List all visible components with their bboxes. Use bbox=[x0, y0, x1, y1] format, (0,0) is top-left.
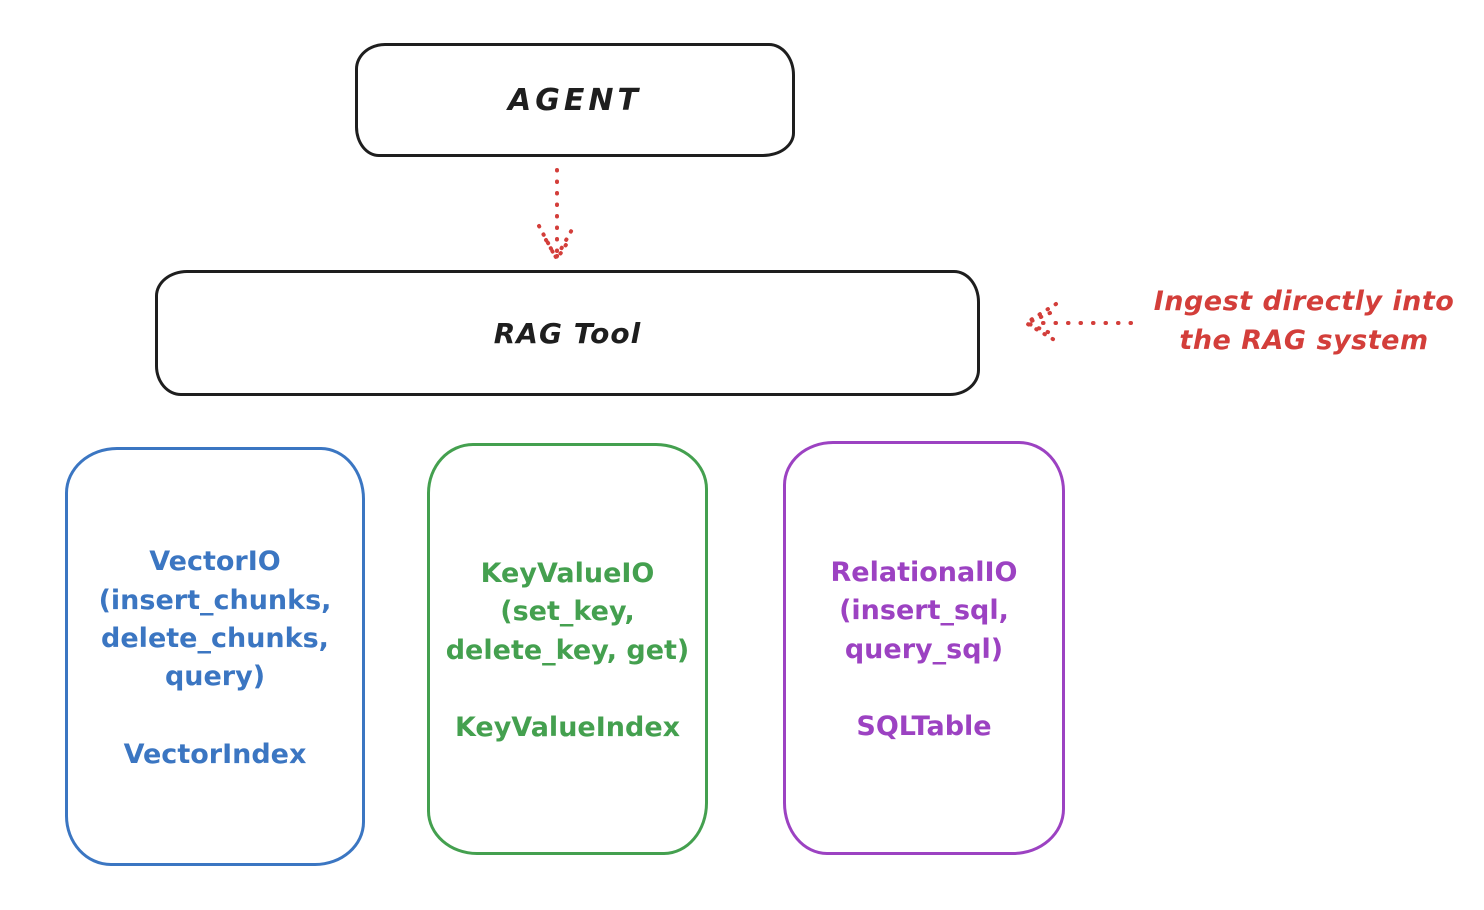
key-value-io-footer: KeyValueIndex bbox=[454, 711, 681, 743]
ingest-annotation: Ingest directly into the RAG system bbox=[1153, 286, 1455, 357]
rag-tool-label: RAG Tool bbox=[493, 316, 642, 350]
relational-io-node: RelationalIO (insert_sql, query_sql) SQL… bbox=[783, 441, 1065, 855]
vector-io-footer: VectorIndex bbox=[123, 738, 307, 770]
relational-io-body: RelationalIO (insert_sql, query_sql) bbox=[830, 557, 1018, 665]
vector-io-node: VectorIO (insert_chunks, delete_chunks, … bbox=[65, 447, 365, 866]
rag-tool-node: RAG Tool bbox=[155, 270, 980, 396]
key-value-io-body: KeyValueIO (set_key, delete_key, get) bbox=[445, 558, 690, 666]
vector-io-body: VectorIO (insert_chunks, delete_chunks, … bbox=[98, 546, 332, 693]
relational-io-footer: SQLTable bbox=[856, 710, 992, 742]
agent-node: AGENT bbox=[355, 43, 795, 157]
agent-label: AGENT bbox=[508, 82, 642, 118]
annotation-to-rag-tool-arrow bbox=[1021, 302, 1133, 343]
agent-to-rag-tool-arrow bbox=[537, 168, 576, 263]
key-value-io-node: KeyValueIO (set_key, delete_key, get) Ke… bbox=[427, 443, 708, 855]
